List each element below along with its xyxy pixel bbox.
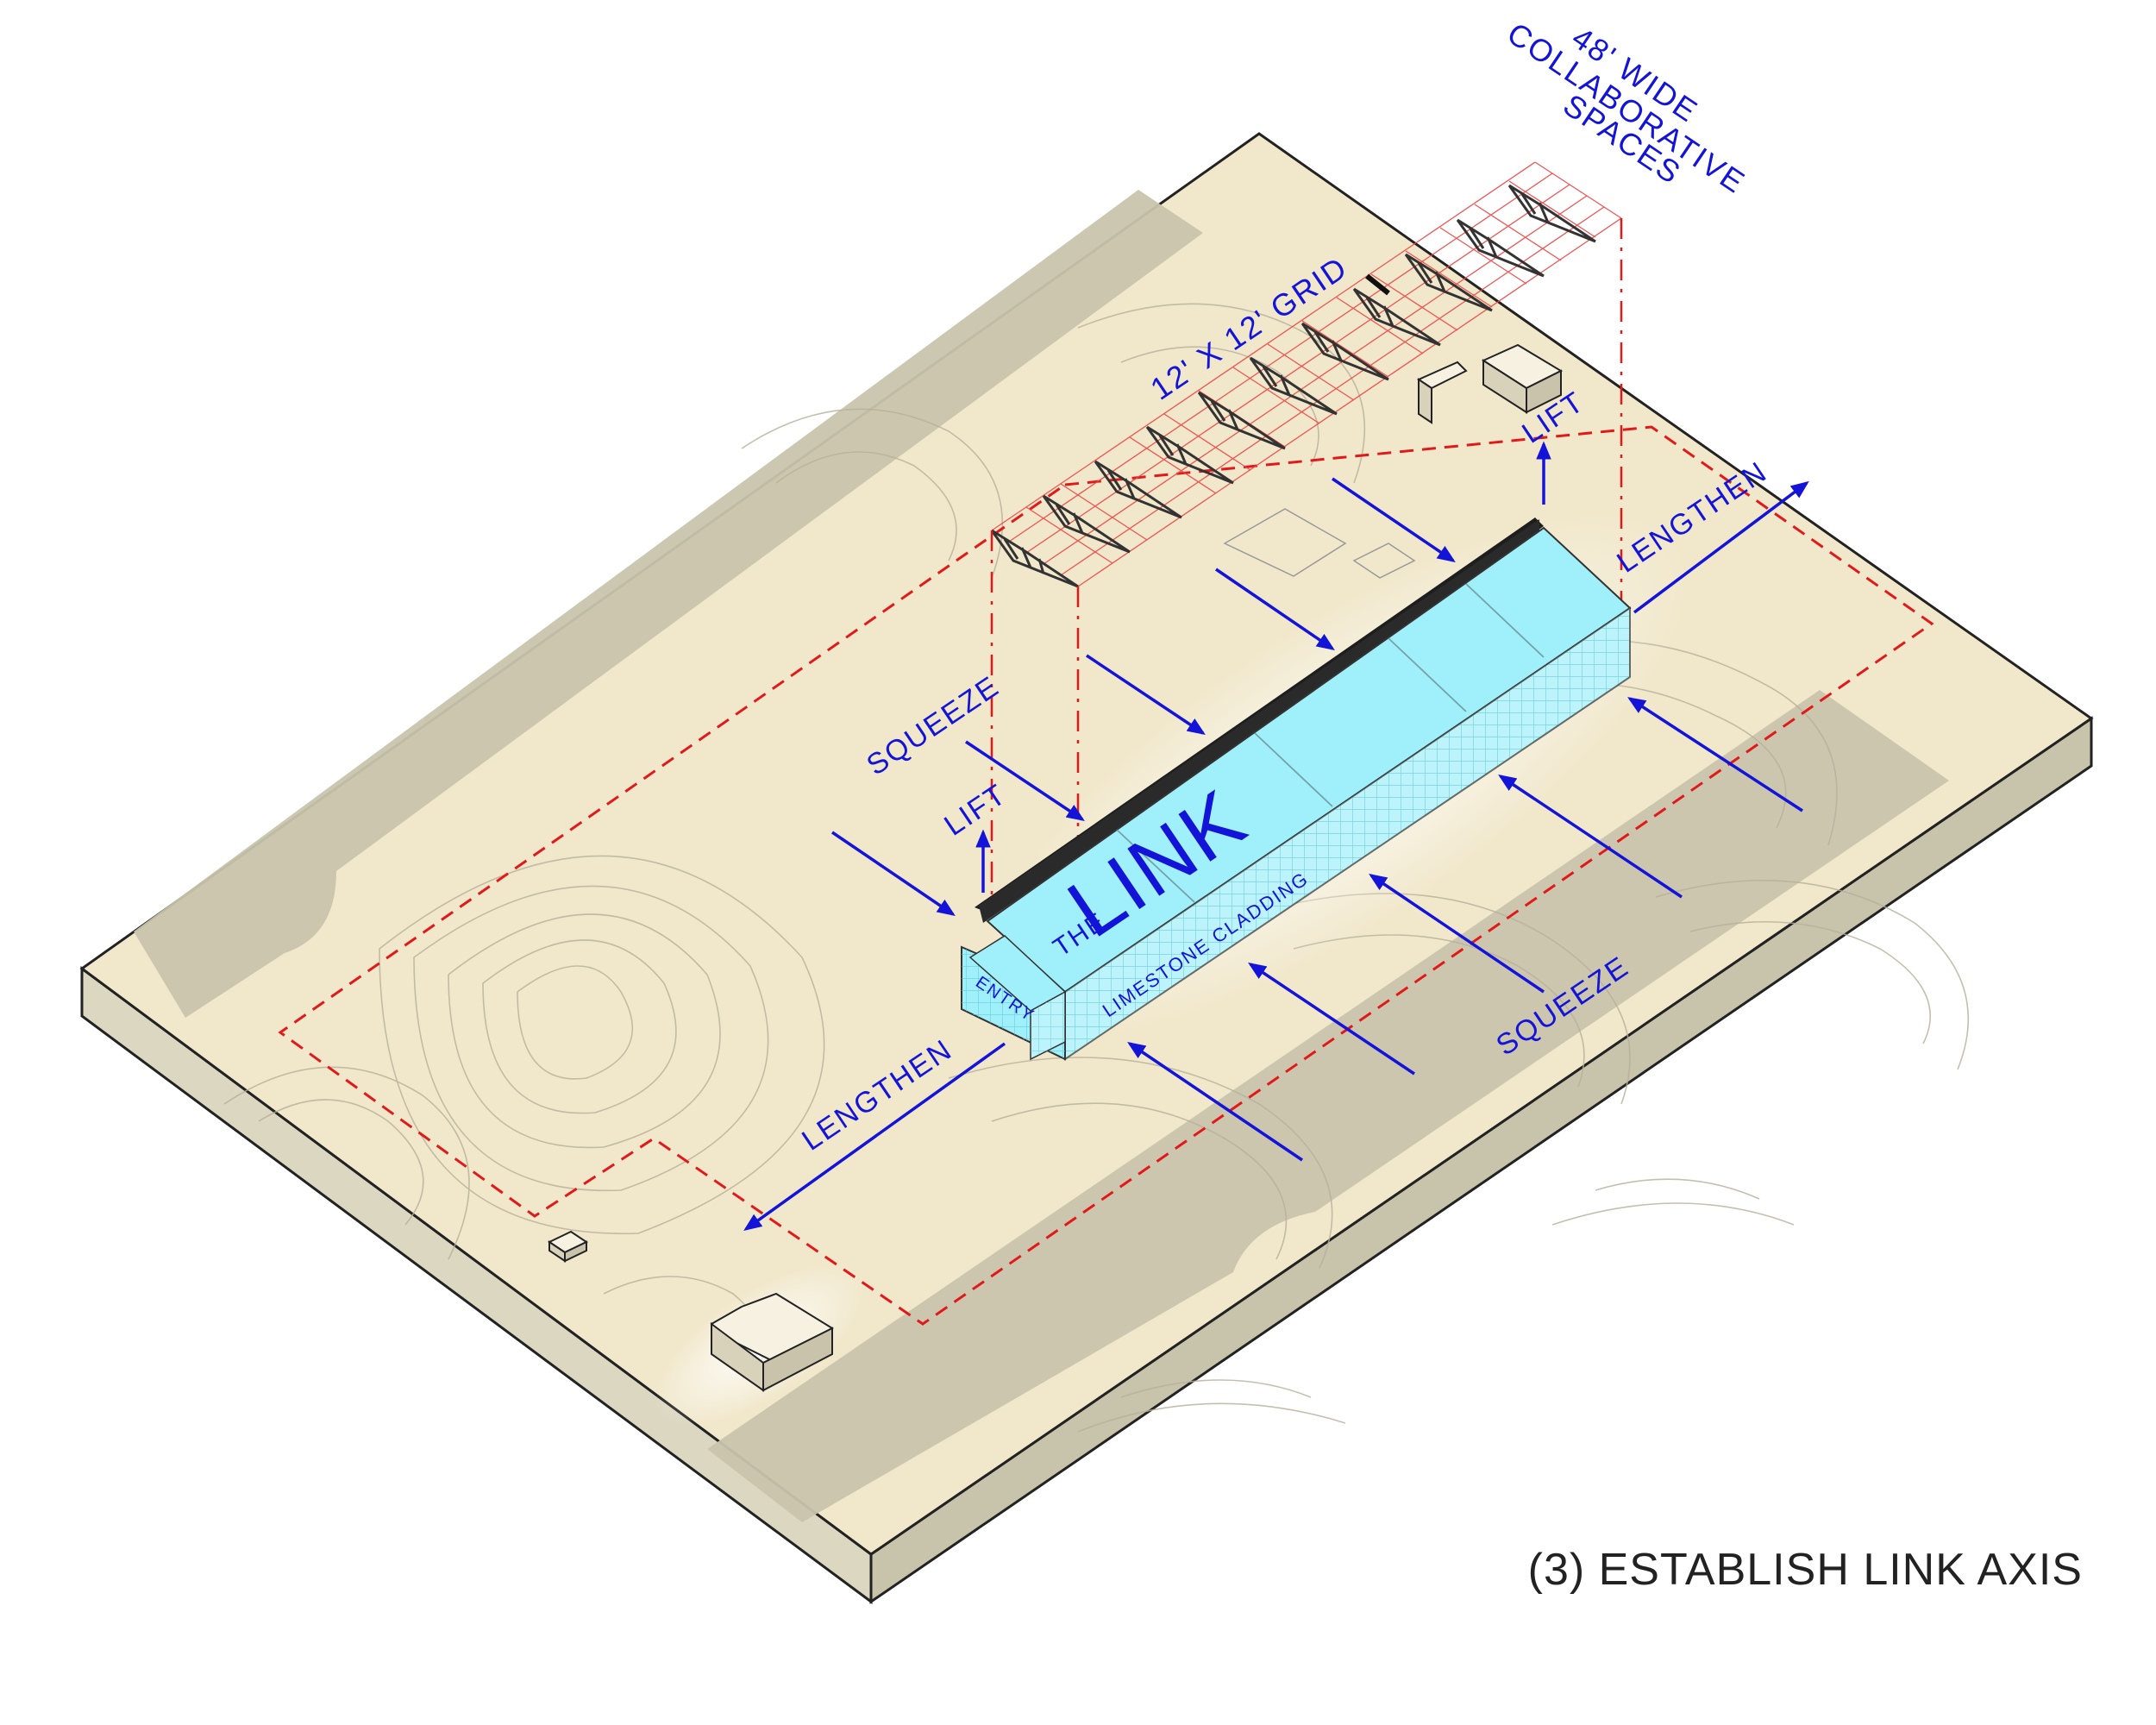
label-collab-line2: COLLABORATIVE: [1501, 16, 1752, 201]
building-ne2-side: [1419, 380, 1432, 423]
diagram-caption: (3) ESTABLISH LINK AXIS: [1528, 1544, 2083, 1596]
